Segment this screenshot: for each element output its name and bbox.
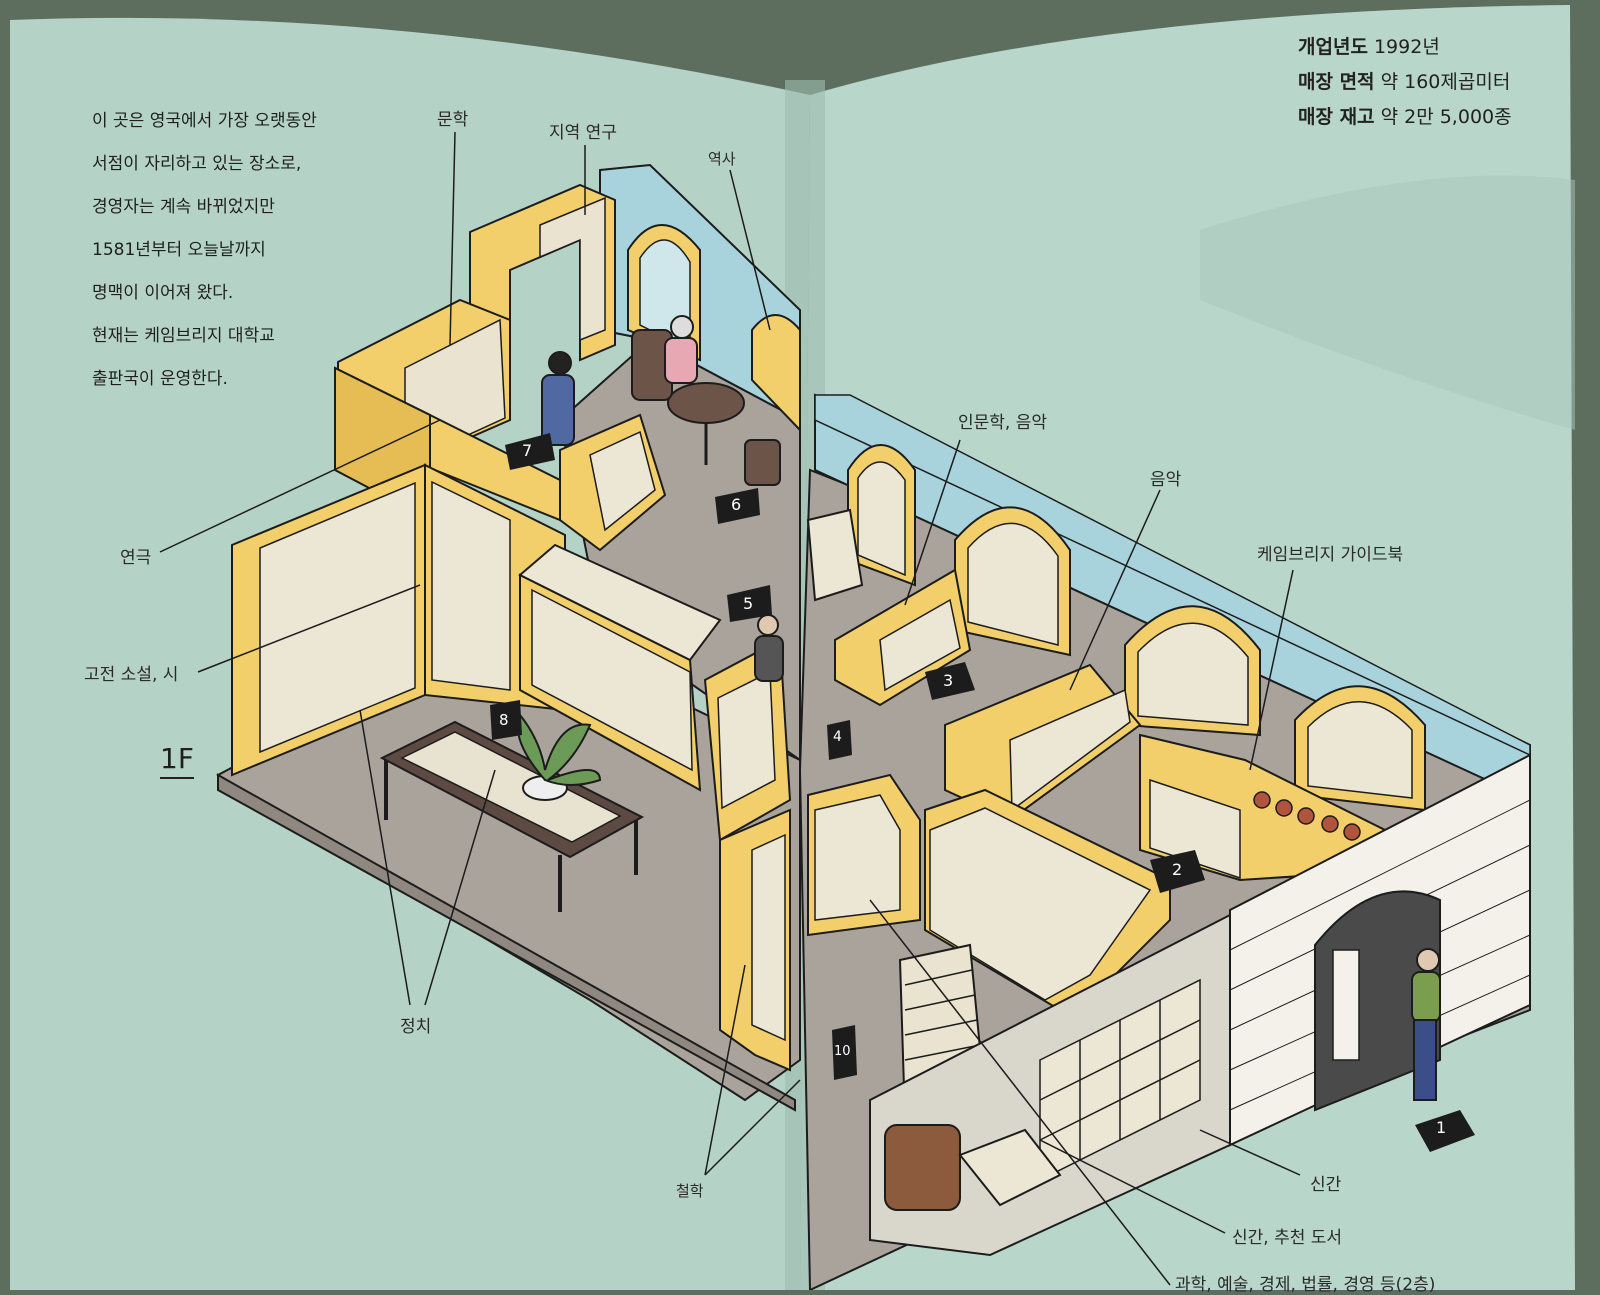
label-theatre: 연극 [120,548,152,568]
person-body [541,374,575,446]
intro-line: 명맥이 이어져 왔다. [92,283,234,303]
label-cambridge-guide: 케임브리지 가이드북 [1257,545,1404,565]
person-head [1416,948,1440,972]
display-shelf-top [518,543,722,662]
chair [744,439,781,486]
label-new-recommended: 신간, 추천 도서 [1232,1228,1343,1248]
music-island-books [1009,688,1131,812]
intro-line: 현재는 케임브리지 대학교 [92,326,275,346]
person-head [757,614,779,636]
person-head [548,351,572,375]
marker-3-label: 3 [943,671,954,690]
long-display-table-books [929,807,1152,1001]
right-page-shadow [1200,175,1575,430]
marker-6-label: 6 [731,495,742,514]
marker-7-label: 7 [522,441,533,460]
marker-4 [827,720,852,760]
end-shelf-books [717,670,776,810]
recommended-table [958,1128,1062,1207]
mugs [1253,791,1361,841]
label-new-releases: 신간 [1310,1175,1342,1195]
area-label: 매장 면적 [1298,71,1375,93]
coffee-table-books [400,731,622,843]
label-philosophy: 철학 [676,1182,704,1200]
guidebook-counter-shelf [1149,778,1241,880]
person-head [670,315,694,339]
door-sign [1332,949,1360,1061]
marker-10-label: 10 [834,1044,851,1059]
shelf-six-books [589,430,656,532]
arch-window [1307,701,1413,799]
marker-10 [832,1025,857,1080]
arch-window [857,461,906,577]
person-body [1411,971,1441,1023]
leader-lines [159,131,1301,1286]
label-history: 역사 [708,150,736,168]
label-regional-studies: 지역 연구 [549,123,617,143]
philosophy-shelf-books [751,833,786,1042]
store-info: 개업년도 1992년 매장 면적 약 160제곱미터 매장 재고 약 2만 5,… [1298,30,1512,135]
founded-value: 1992년 [1373,36,1440,58]
marker-8-label: 8 [499,711,509,729]
marker-2 [1150,850,1205,893]
marker-7 [505,433,555,470]
corner-bookcase-right-books [431,480,511,691]
display-shelf-books [531,588,693,772]
label-classic-novels-poetry: 고전 소설, 시 [84,665,179,685]
marker-8 [490,700,522,740]
right-left-shelf [806,508,864,602]
person-body [754,635,784,682]
marker-6 [715,488,760,524]
person-legs [1413,1019,1437,1101]
left-base-wall [217,773,796,1112]
intro-line: 서점이 자리하고 있는 장소로, [92,154,302,174]
intro-line: 경영자는 계속 바뀌었지만 [92,197,275,217]
number-markers [490,433,1475,1152]
intro-line: 출판국이 운영한다. [92,369,228,389]
marker-5 [727,585,772,622]
label-science-etc: 과학, 예술, 경제, 법률, 경영 등(2층) [1175,1275,1436,1295]
intro-line: 이 곳은 영국에서 가장 오랫동안 [92,111,317,131]
round-table [667,382,745,424]
humanities-shelf-books [879,598,961,692]
stock-label: 매장 재고 [1298,106,1375,128]
arch-window [967,522,1059,646]
front-gutter-shelf-books [814,794,901,921]
stock-row: 매장 재고 약 2만 5,000종 [1298,100,1512,135]
label-music: 음악 [1150,470,1182,490]
right-back-wall-upper [814,394,1531,757]
person-body [664,337,698,384]
floor-label: 1F [160,742,194,779]
label-literature: 문학 [437,110,469,130]
area-value: 약 160제곱미터 [1380,71,1511,93]
marker-3 [925,662,975,700]
founded-label: 개업년도 [1298,36,1368,58]
marker-1 [1415,1110,1475,1152]
armchair [884,1124,961,1211]
marker-1-label: 1 [1436,1118,1447,1137]
intro-paragraph: 이 곳은 영국에서 가장 오랫동안 서점이 자리하고 있는 장소로, 경영자는 … [92,100,392,401]
area-row: 매장 면적 약 160제곱미터 [1298,65,1512,100]
marker-5-label: 5 [743,594,754,613]
arch-window [751,314,801,433]
arch-window [1137,622,1249,726]
bookcase-tower-books [539,196,606,342]
label-politics: 정치 [400,1017,432,1037]
founded-row: 개업년도 1992년 [1298,30,1512,65]
stock-value: 약 2만 5,000종 [1380,106,1512,128]
marker-2-label: 2 [1172,860,1183,879]
intro-line: 1581년부터 오늘날까지 [92,240,266,260]
marker-4-label: 4 [833,729,842,745]
label-humanities-music: 인문학, 음악 [958,413,1048,433]
